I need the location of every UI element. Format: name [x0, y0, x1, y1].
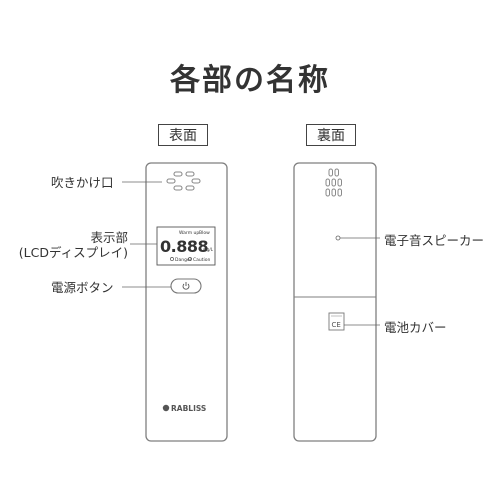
label-speaker: 電子音スピーカー [384, 233, 485, 248]
label-display-line2: (LCDディスプレイ) [18, 245, 128, 260]
label-display-line1: 表示部 [90, 230, 128, 245]
power-button-shape [170, 278, 202, 294]
label-battery-cover: 電池カバー [384, 320, 447, 335]
page-title: 各部の名称 [170, 63, 330, 98]
lcd-caution-text: Caution [193, 257, 211, 263]
back-device: CE [293, 162, 380, 442]
lcd-display: Warm up Blow 0.888 mg/L Danger Caution [156, 226, 216, 266]
power-icon [182, 282, 190, 290]
lcd-frame [156, 226, 216, 266]
label-power-button: 電源ボタン [51, 280, 114, 295]
lcd-unit: mg/L [203, 247, 214, 252]
lcd-danger-indicator [170, 257, 174, 261]
front-device: Warm up Blow 0.888 mg/L Danger Caution R… [122, 162, 228, 442]
label-mouthpiece: 吹きかけ口 [51, 175, 114, 190]
mouthpiece-icon [166, 171, 201, 191]
ce-mark-text: CE [332, 321, 341, 329]
brand-logo: RABLISS [162, 404, 206, 413]
brand-name: RABLISS [171, 404, 206, 413]
front-tag: 表面 [158, 124, 208, 146]
lcd-warm-up-text: Warm up [179, 230, 199, 236]
lcd-danger-text: Danger [175, 257, 192, 263]
back-tag: 裏面 [306, 124, 356, 146]
back-body-outline [293, 162, 377, 442]
label-display: 表示部 (LCDディスプレイ) [10, 230, 128, 260]
speaker-grille-icon [325, 168, 342, 197]
brand-mark-icon [162, 404, 170, 412]
front-body-outline [145, 162, 228, 442]
lcd-reading: 0.888 [160, 237, 208, 256]
ce-label: CE [328, 312, 345, 331]
lcd-caution-indicator [188, 257, 192, 261]
lcd-blow-text: Blow [199, 230, 210, 236]
